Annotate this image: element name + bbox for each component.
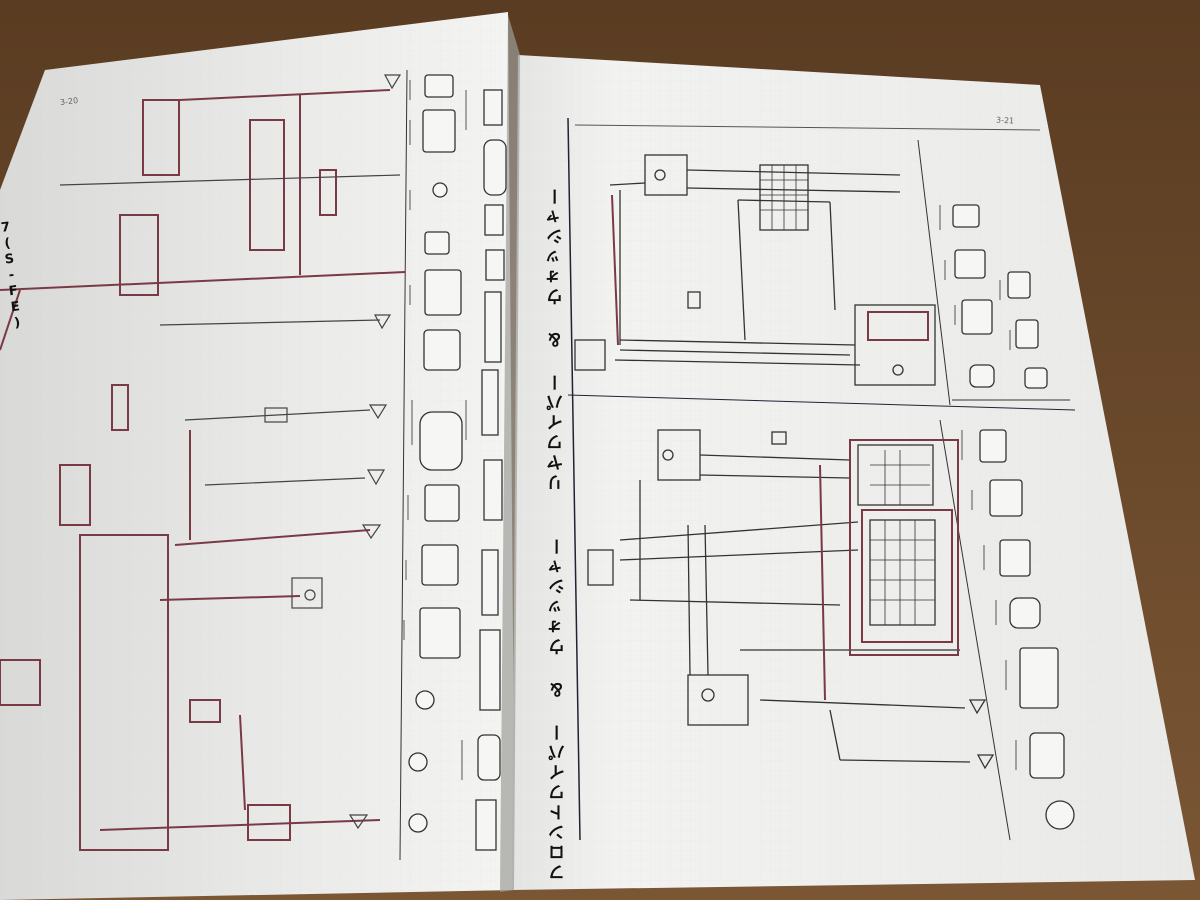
book-spine	[500, 15, 520, 892]
section-title-front-wiper: フロントワイパー ＆ ウォッシャー	[549, 535, 569, 881]
right-page	[512, 55, 1195, 890]
right-page-number: 3-21	[995, 115, 1015, 126]
section-title-rear-wiper: リヤワイパー ＆ ウォッシャー	[547, 185, 567, 491]
left-page	[0, 12, 515, 900]
